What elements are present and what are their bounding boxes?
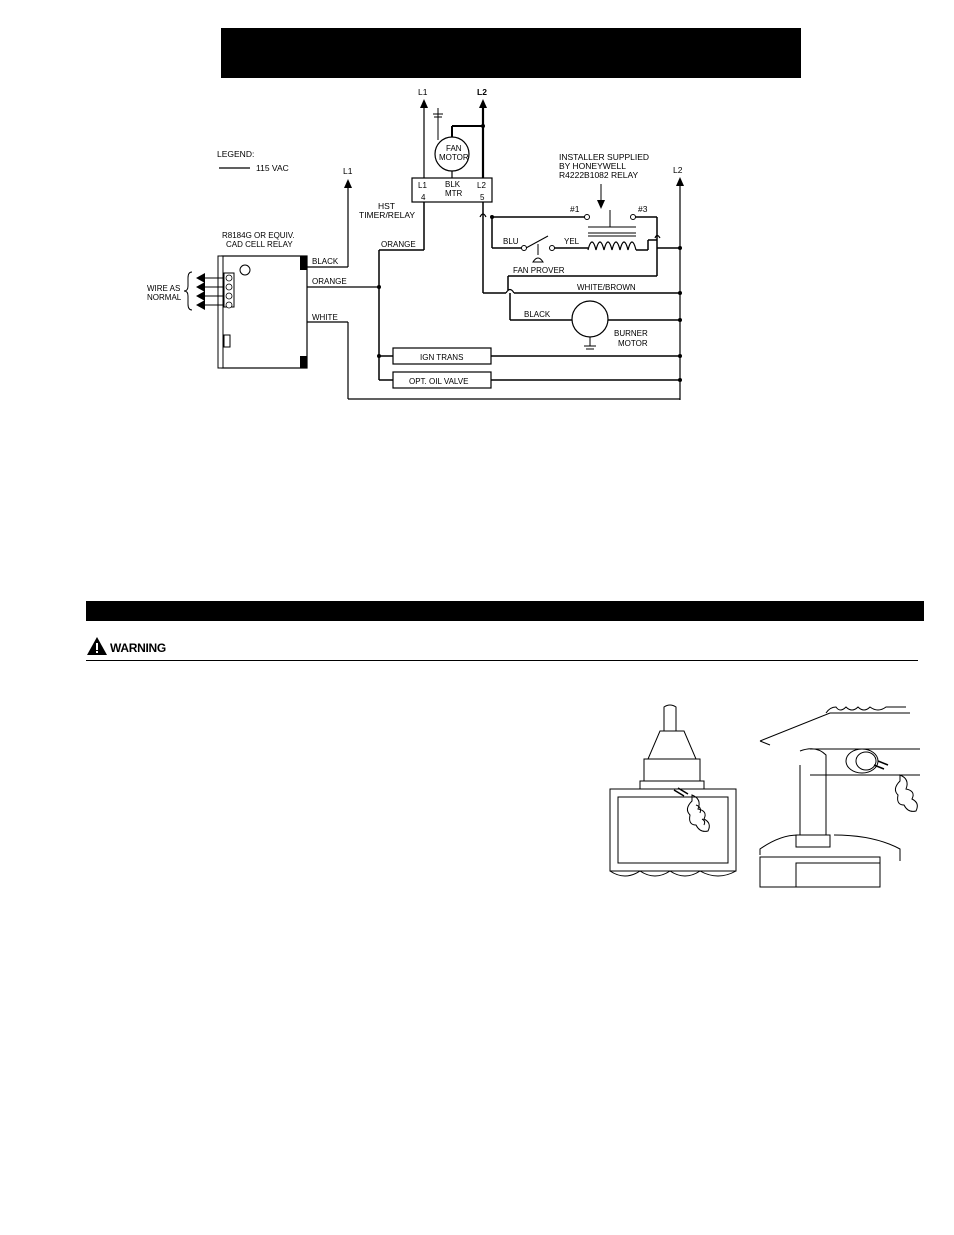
wiring-diagram: LEGEND: 115 VAC L1 L2 FAN MOTOR L1 BLK M… [147,87,684,400]
horizontal-vent-drawing [759,706,920,888]
installer-note-2: BY HONEYWELL [559,161,626,171]
timer-mtr: MTR [445,189,463,198]
vertical-vent-drawing [609,704,737,877]
timer-terminal-4: 4 [421,193,426,202]
wire-blu-label: BLU [503,237,519,246]
wire-white-brown-label: WHITE/BROWN [577,283,636,292]
legend-title: LEGEND: [217,149,254,159]
burner-motor [571,300,609,338]
installer-note-3: R4222B1082 RELAY [559,170,639,180]
wire-white-left-label: WHITE [312,313,338,322]
timer-relay-block [411,177,493,203]
title-bar [221,28,801,78]
cad-cell-relay [221,255,308,369]
wire-orange-top-label: ORANGE [381,240,416,249]
wire-as-normal-1: WIRE AS [147,284,180,293]
timer-terminal-5: 5 [480,193,485,202]
section-bar [86,601,924,621]
burner-motor-label-2: MOTOR [618,339,648,348]
fan-motor-label-2: MOTOR [439,153,469,162]
contact-1: #1 [570,204,580,214]
installer-note-1: INSTALLER SUPPLIED [559,152,649,162]
warning-label: WARNING [110,641,166,655]
wire-black-burner-label: BLACK [524,310,551,319]
hst-label-1: HST [378,201,395,211]
warning-header: WARNING [86,636,918,661]
fan-prover-label: FAN PROVER [513,266,565,275]
terminal-l1-left: L1 [343,166,353,176]
terminal-l1-top: L1 [418,87,428,97]
terminal-l2-right: L2 [673,165,683,175]
wire-yel-label: YEL [564,237,580,246]
relay-coil [587,241,637,251]
timer-l1: L1 [418,181,427,190]
fan-motor-label-1: FAN [446,144,462,153]
hst-label-2: TIMER/RELAY [359,210,415,220]
terminal-l2-top: L2 [477,87,487,97]
wire-orange-left-label: ORANGE [312,277,347,286]
burner-motor-label-1: BURNER [614,329,648,338]
ign-trans-label: IGN TRANS [420,353,463,362]
wire-black-label: BLACK [312,257,339,266]
chimney-draft-illustration [609,704,920,888]
cad-cell-label-2: CAD CELL RELAY [226,240,293,249]
wire-as-normal-2: NORMAL [147,293,182,302]
timer-l2: L2 [477,181,486,190]
oil-valve-label: OPT. OIL VALVE [409,377,468,386]
warning-icon [87,637,107,655]
legend-item: 115 VAC [256,163,289,173]
timer-blk: BLK [445,180,461,189]
contact-3: #3 [638,204,648,214]
cad-cell-label-1: R8184G OR EQUIV. [222,231,295,240]
